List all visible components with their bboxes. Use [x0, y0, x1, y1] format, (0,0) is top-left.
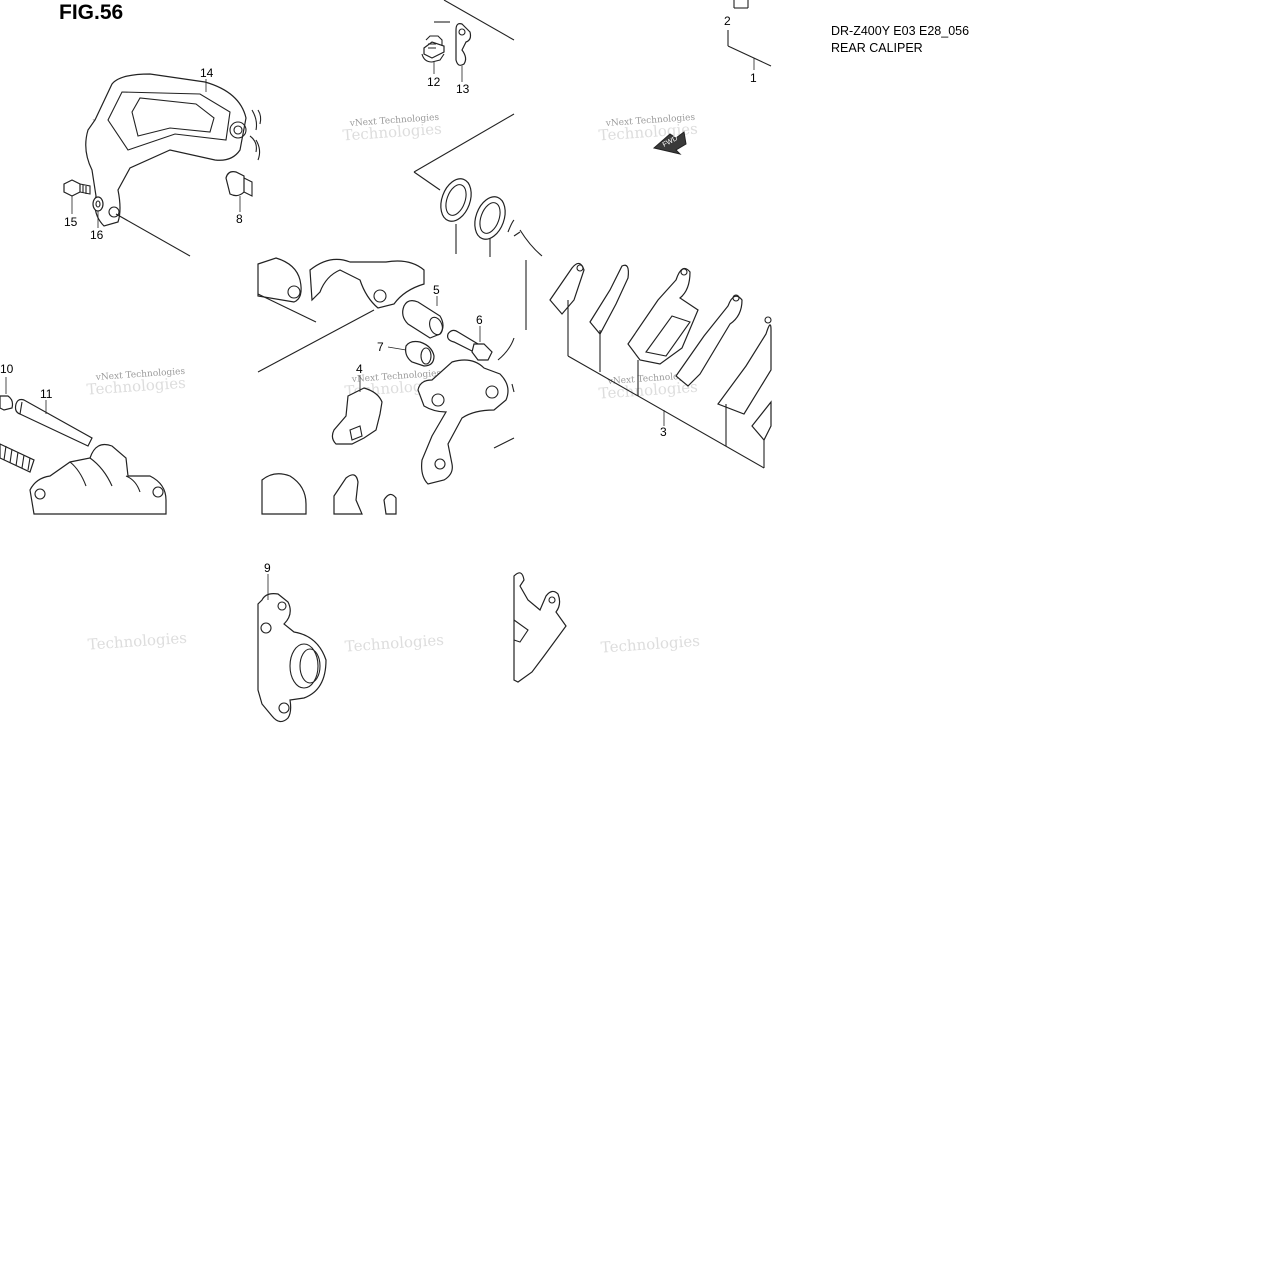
washer — [92, 196, 104, 212]
callout-1: 1 — [750, 71, 757, 85]
brake-pad — [751, 400, 772, 442]
callout-14: 14 — [200, 66, 214, 80]
pad-shim — [333, 474, 363, 515]
carrier-ear — [257, 257, 302, 303]
slide-pin — [225, 171, 245, 197]
caliper-bracket-group — [63, 73, 258, 257]
brake-pad — [675, 294, 743, 387]
brake-pad-group — [525, 260, 772, 469]
watermark-shadow: Technologies — [600, 632, 700, 657]
callout-3: 3 — [660, 425, 667, 439]
dust-seal — [474, 196, 506, 240]
piston — [261, 473, 307, 515]
callout-9: 9 — [264, 561, 271, 575]
caliper-pin — [14, 398, 93, 447]
caliper-bracket — [85, 73, 247, 227]
callout-6: 6 — [476, 313, 483, 327]
callout-12: 12 — [427, 75, 441, 89]
callout-4: 4 — [356, 362, 363, 376]
watermark-shadow: Technologies — [87, 629, 187, 654]
model-code: DR-Z400Y E03 E28_056 — [831, 24, 970, 38]
caliper-housing-group — [257, 574, 327, 723]
callout-15: 15 — [64, 215, 78, 229]
callout-13: 13 — [456, 82, 470, 96]
callout-16: 16 — [90, 228, 104, 242]
carrier-group — [257, 257, 515, 515]
caliper-body — [29, 443, 167, 515]
pad-spring — [331, 387, 383, 445]
plug — [0, 395, 14, 411]
pin-boot — [402, 300, 444, 339]
reference-frame-group: FWD — [513, 0, 772, 257]
caliper-carrier — [309, 258, 425, 309]
caliper-arm — [417, 359, 509, 485]
callout-5: 5 — [433, 283, 440, 297]
callout-8: 8 — [236, 212, 243, 226]
callout-7: 7 — [377, 340, 384, 354]
anti-squeal-shim — [513, 572, 567, 683]
watermark-layer: Technologies vNext Technologies Technolo… — [86, 111, 700, 657]
shim-group — [513, 572, 567, 683]
fwd-arrow-icon: FWD — [652, 131, 687, 155]
brake-pad — [717, 316, 772, 415]
brake-pad — [589, 264, 629, 336]
figure-title: FIG.56 — [59, 1, 124, 24]
brake-pad — [627, 267, 699, 365]
bleeder-group — [255, 0, 515, 257]
brake-pad — [549, 262, 585, 315]
callout-labels: 1 2 3 4 5 6 7 8 9 10 11 12 13 14 15 16 — [0, 14, 757, 575]
callout-11: 11 — [40, 387, 53, 401]
figure-caption: REAR CALIPER — [831, 41, 923, 55]
callout-2: 2 — [724, 14, 731, 28]
bleeder-valve — [423, 41, 445, 59]
watermark-shadow: Technologies — [344, 631, 444, 656]
caliper-housing — [257, 593, 327, 723]
caliper-body-group — [0, 377, 167, 515]
bracket-bolt — [63, 179, 81, 197]
callout-10: 10 — [0, 362, 14, 376]
piston-seal — [440, 178, 472, 222]
